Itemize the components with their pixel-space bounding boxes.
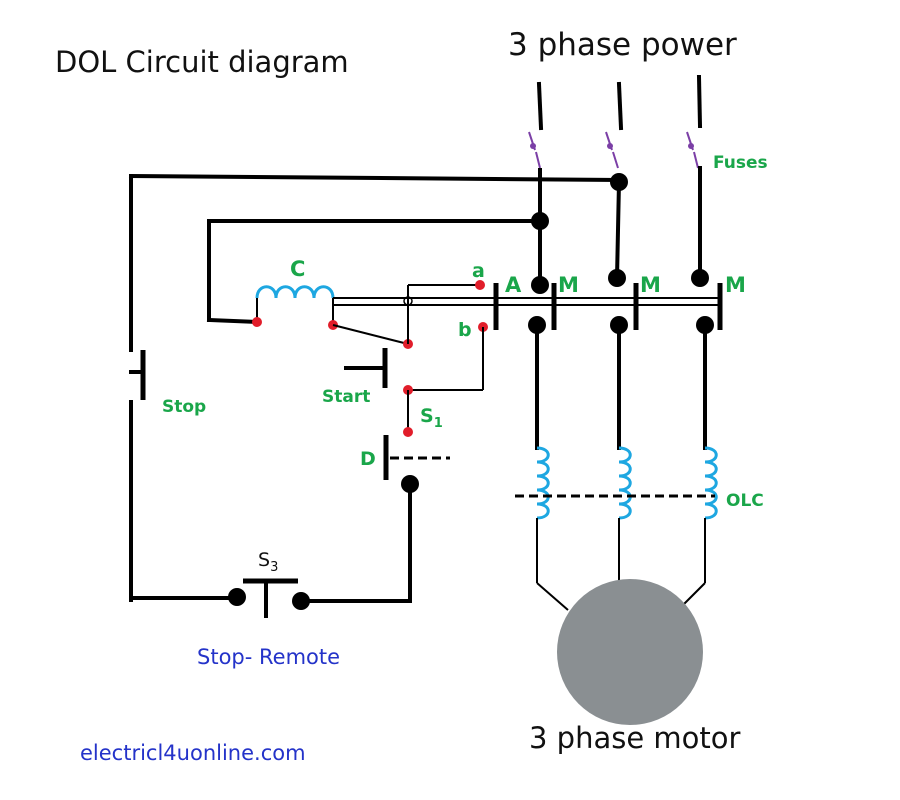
contact-a-label: a (472, 260, 485, 282)
contact-b-label: b (458, 319, 472, 341)
website-label: electricl4uonline.com (80, 741, 306, 765)
fuses (528, 131, 699, 169)
overload-coils (536, 446, 718, 520)
contactor-coil (252, 285, 338, 330)
start-button (344, 348, 388, 388)
supply-line-l3 (696, 74, 703, 129)
fuse-3 (686, 131, 699, 169)
fuse-3-tip (688, 143, 694, 149)
olc-label: OLC (726, 491, 764, 511)
fuse-1-tip (530, 143, 536, 149)
s1-label: S1 (420, 405, 443, 431)
main-contact-label-1: M (558, 273, 579, 297)
phase-2-drop (614, 179, 622, 281)
coil-feed-bottom (206, 317, 260, 325)
junction-phase-2 (610, 173, 628, 191)
coil-to-start-wire (332, 324, 409, 345)
junction-phase-1 (531, 212, 549, 230)
remote-stop-button (243, 578, 298, 618)
start-label: Start (322, 387, 370, 407)
diagram-title: DOL Circuit diagram (55, 45, 349, 79)
s3-left-terminal (228, 588, 246, 606)
motor-label: 3 phase motor (529, 721, 741, 755)
fuse-1 (528, 131, 541, 169)
stop-label: Stop (162, 397, 206, 417)
main-contacts (528, 269, 723, 334)
motor-circle (557, 579, 703, 725)
contact-a-dot (475, 280, 485, 290)
control-wire-top-1 (128, 173, 622, 183)
motor-lead-1b (536, 582, 569, 611)
coil-label: C (290, 257, 305, 281)
fuse-2 (605, 131, 619, 169)
main-contact-label-2: M (640, 273, 661, 297)
remote-label: Stop- Remote (197, 645, 340, 669)
power-label: 3 phase power (508, 27, 737, 63)
supply-line-l2 (616, 81, 624, 131)
fuses-label: Fuses (713, 153, 768, 173)
aux-label: A (505, 273, 522, 297)
s3-label: S3 (258, 549, 278, 575)
d-label: D (360, 448, 376, 470)
stop-button (129, 350, 146, 400)
fuse-2-tip (607, 143, 613, 149)
supply-line-l1 (536, 81, 544, 131)
s3-right-terminal (292, 592, 310, 610)
supply-lines (536, 74, 703, 131)
s1-dot (403, 427, 413, 437)
main-contact-label-3: M (725, 273, 746, 297)
